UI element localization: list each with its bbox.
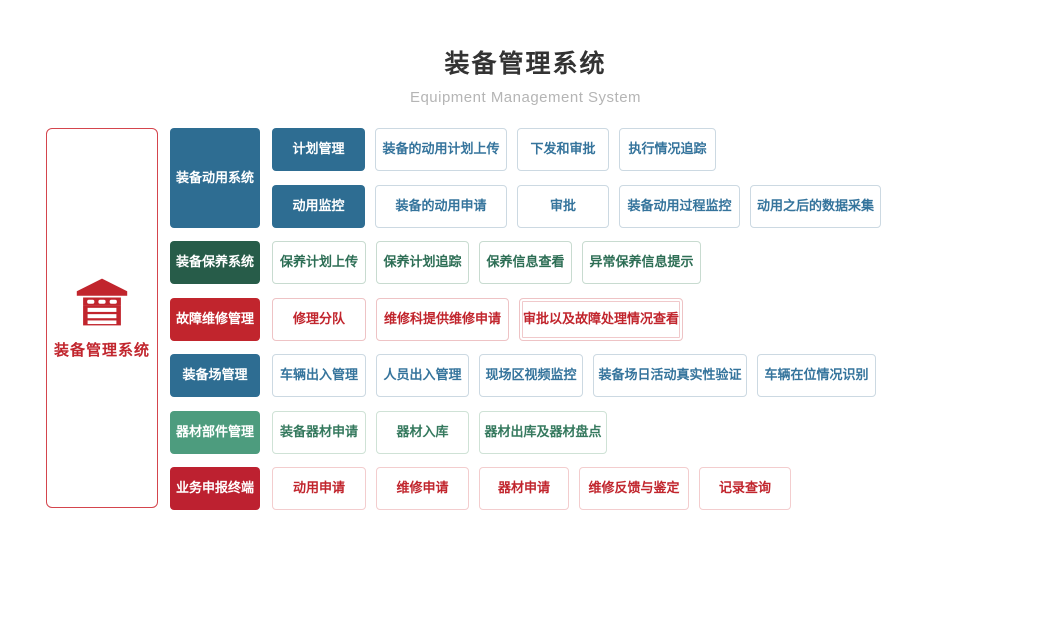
category-fault-repair-management: 故障维修管理 [170, 297, 260, 341]
category-equipment-use-system: 装备动用系统 [170, 128, 260, 228]
node-post-use-data-collection: 动用之后的数据采集 [750, 184, 881, 228]
row-parts-management: 器材部件管理 装备器材申请 器材入库 器材出库及器材盘点 [170, 410, 881, 454]
diagram-rows: 装备动用系统 计划管理 装备的动用计划上传 下发和审批 执行情况追踪 动用监控 … [170, 128, 881, 510]
page-subtitle: Equipment Management System [409, 89, 642, 106]
node-approval: 审批 [517, 184, 609, 228]
node-use-request: 动用申请 [272, 467, 366, 510]
equipment-use-subrows: 计划管理 装备的动用计划上传 下发和审批 执行情况追踪 动用监控 装备的动用申请… [272, 128, 881, 228]
node-maintenance-plan-upload: 保养计划上传 [272, 241, 366, 284]
node-abnormal-maintenance-alert: 异常保养信息提示 [582, 241, 701, 284]
node-use-plan-upload: 装备的动用计划上传 [375, 128, 507, 171]
subrow-use-monitoring: 动用监控 装备的动用申请 审批 装备动用过程监控 动用之后的数据采集 [272, 184, 881, 228]
node-personnel-access-management: 人员出入管理 [376, 354, 469, 397]
node-maintenance-plan-tracking: 保养计划追踪 [376, 241, 469, 284]
row-fault-repair: 故障维修管理 修理分队 维修科提供维修申请 审批以及故障处理情况查看 [170, 297, 881, 341]
category-equipment-yard-management: 装备场管理 [170, 354, 260, 397]
garage-icon [76, 278, 128, 325]
node-use-application: 装备的动用申请 [375, 184, 507, 228]
page-header: 装备管理系统 Equipment Management System [0, 44, 1051, 106]
page-title: 装备管理系统 [444, 50, 607, 78]
node-site-video-surveillance: 现场区视频监控 [479, 354, 583, 397]
node-parts-request: 器材申请 [479, 467, 569, 510]
node-yard-activity-authenticity-verification: 装备场日活动真实性验证 [593, 354, 747, 397]
node-repair-team: 修理分队 [272, 297, 366, 341]
row-equipment-use: 装备动用系统 计划管理 装备的动用计划上传 下发和审批 执行情况追踪 动用监控 … [170, 128, 881, 228]
node-parts-inbound: 器材入库 [376, 410, 469, 454]
category-business-report-terminal: 业务申报终端 [170, 467, 260, 510]
root-node-equipment-management: 装备管理系统 [46, 128, 158, 508]
node-parts-outbound-and-inventory: 器材出库及器材盘点 [479, 410, 607, 454]
root-node-label: 装备管理系统 [53, 341, 150, 359]
node-repair-feedback-appraisal: 维修反馈与鉴定 [579, 467, 689, 510]
node-repair-request: 维修申请 [376, 467, 469, 510]
row-business-terminal: 业务申报终端 动用申请 维修申请 器材申请 维修反馈与鉴定 记录查询 [170, 467, 881, 510]
category-maintenance-system: 装备保养系统 [170, 241, 260, 284]
node-vehicle-access-management: 车辆出入管理 [272, 354, 366, 397]
node-use-process-monitoring: 装备动用过程监控 [619, 184, 740, 228]
subcategory-use-monitoring: 动用监控 [272, 184, 365, 228]
node-repair-dept-application: 维修科提供维修申请 [376, 297, 509, 341]
subcategory-plan-management: 计划管理 [272, 128, 365, 171]
node-issue-and-approval: 下发和审批 [517, 128, 609, 171]
node-maintenance-info-view: 保养信息查看 [479, 241, 572, 284]
node-approval-and-fault-status-view: 审批以及故障处理情况查看 [519, 297, 683, 341]
node-equipment-parts-application: 装备器材申请 [272, 410, 366, 454]
row-maintenance-system: 装备保养系统 保养计划上传 保养计划追踪 保养信息查看 异常保养信息提示 [170, 241, 881, 284]
node-execution-tracking: 执行情况追踪 [619, 128, 716, 171]
row-equipment-yard: 装备场管理 车辆出入管理 人员出入管理 现场区视频监控 装备场日活动真实性验证 … [170, 354, 881, 397]
node-vehicle-in-place-recognition: 车辆在位情况识别 [757, 354, 876, 397]
category-parts-management: 器材部件管理 [170, 410, 260, 454]
node-record-query: 记录查询 [699, 467, 791, 510]
subrow-plan-management: 计划管理 装备的动用计划上传 下发和审批 执行情况追踪 [272, 128, 881, 171]
